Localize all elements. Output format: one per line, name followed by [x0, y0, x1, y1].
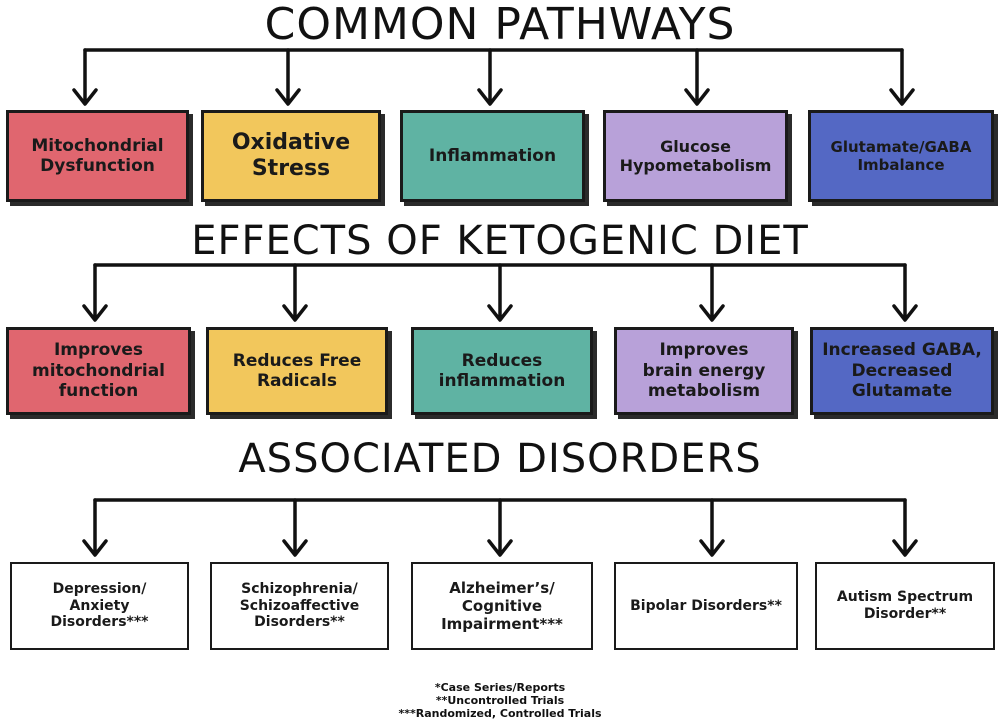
disorder-box-bipolar: Bipolar Disorders** [614, 562, 798, 650]
effect-box-reduces-free-radicals: Reduces Free Radicals [206, 327, 388, 415]
pathway-box-oxidative-stress: Oxidative Stress [201, 110, 381, 202]
effect-label: Improves brain energy metabolism [642, 340, 766, 402]
pathway-label: Inflammation [428, 145, 557, 166]
arrow-icon [282, 263, 308, 322]
effect-box-improves-brain-energy-metabolism: Improves brain energy metabolism [614, 327, 794, 415]
arrow-icon [487, 498, 513, 557]
arrow-icon [72, 48, 98, 106]
effect-label: Increased GABA, Decreased Glutamate [822, 340, 982, 402]
heading-associated-disorders: ASSOCIATED DISORDERS [238, 436, 762, 482]
pathway-box-mitochondrial-dysfunction: Mitochondrial Dysfunction [6, 110, 189, 202]
footnote-randomized: ***Randomized, Controlled Trials [398, 707, 602, 721]
arrow-icon [477, 48, 503, 106]
arrow-icon [82, 263, 108, 322]
effect-label: Reduces inflammation [438, 350, 566, 391]
arrow-icon [892, 263, 918, 322]
disorder-label: Schizophrenia/ Schizoaffective Disorders… [239, 580, 360, 631]
heading-common-pathways: COMMON PATHWAYS [264, 0, 736, 50]
effect-label: Improves mitochondrial function [32, 340, 165, 402]
pathway-box-inflammation: Inflammation [400, 110, 585, 202]
arrow-icon [487, 263, 513, 322]
arrow-icon [892, 498, 918, 557]
heading-effects-of-ketogenic-diet: EFFECTS OF KETOGENIC DIET [191, 218, 809, 264]
arrow-icon [684, 48, 710, 106]
arrow-icon [889, 48, 915, 106]
pathway-box-glutamate-gaba-imbalance: Glutamate/GABA Imbalance [808, 110, 994, 202]
arrow-icon [82, 498, 108, 557]
pathway-label: Glutamate/GABA Imbalance [830, 138, 972, 174]
footnote-uncontrolled: **Uncontrolled Trials [435, 694, 565, 708]
effect-box-increased-gaba-decreased-glutamate: Increased GABA, Decreased Glutamate [810, 327, 994, 415]
pathway-label: Mitochondrial Dysfunction [31, 135, 164, 176]
disorder-box-alzheimers-cognitive: Alzheimer’s/ Cognitive Impairment*** [411, 562, 593, 650]
arrow-icon [275, 48, 301, 106]
disorder-label: Bipolar Disorders** [630, 597, 782, 614]
footnotes: *Case Series/Reports **Uncontrolled Tria… [0, 681, 1000, 721]
footnote-case-series: *Case Series/Reports [434, 681, 566, 694]
pathway-label: Glucose Hypometabolism [619, 136, 772, 175]
arrow-icon [699, 263, 725, 322]
disorder-label: Autism Spectrum Disorder** [836, 589, 974, 622]
arrow-icon [699, 498, 725, 557]
pathway-box-glucose-hypometabolism: Glucose Hypometabolism [603, 110, 788, 202]
disorder-box-autism-spectrum: Autism Spectrum Disorder** [815, 562, 995, 650]
arrow-icon [282, 498, 308, 557]
effect-box-improves-mitochondrial-function: Improves mitochondrial function [6, 327, 191, 415]
disorder-box-schizophrenia-schizoaffective: Schizophrenia/ Schizoaffective Disorders… [210, 562, 389, 650]
pathway-label: Oxidative Stress [231, 129, 351, 181]
effect-box-reduces-inflammation: Reduces inflammation [411, 327, 593, 415]
disorder-box-depression-anxiety: Depression/ Anxiety Disorders*** [10, 562, 189, 650]
disorder-label: Depression/ Anxiety Disorders*** [50, 580, 149, 631]
effect-label: Reduces Free Radicals [232, 350, 362, 391]
disorder-label: Alzheimer’s/ Cognitive Impairment*** [441, 579, 563, 633]
